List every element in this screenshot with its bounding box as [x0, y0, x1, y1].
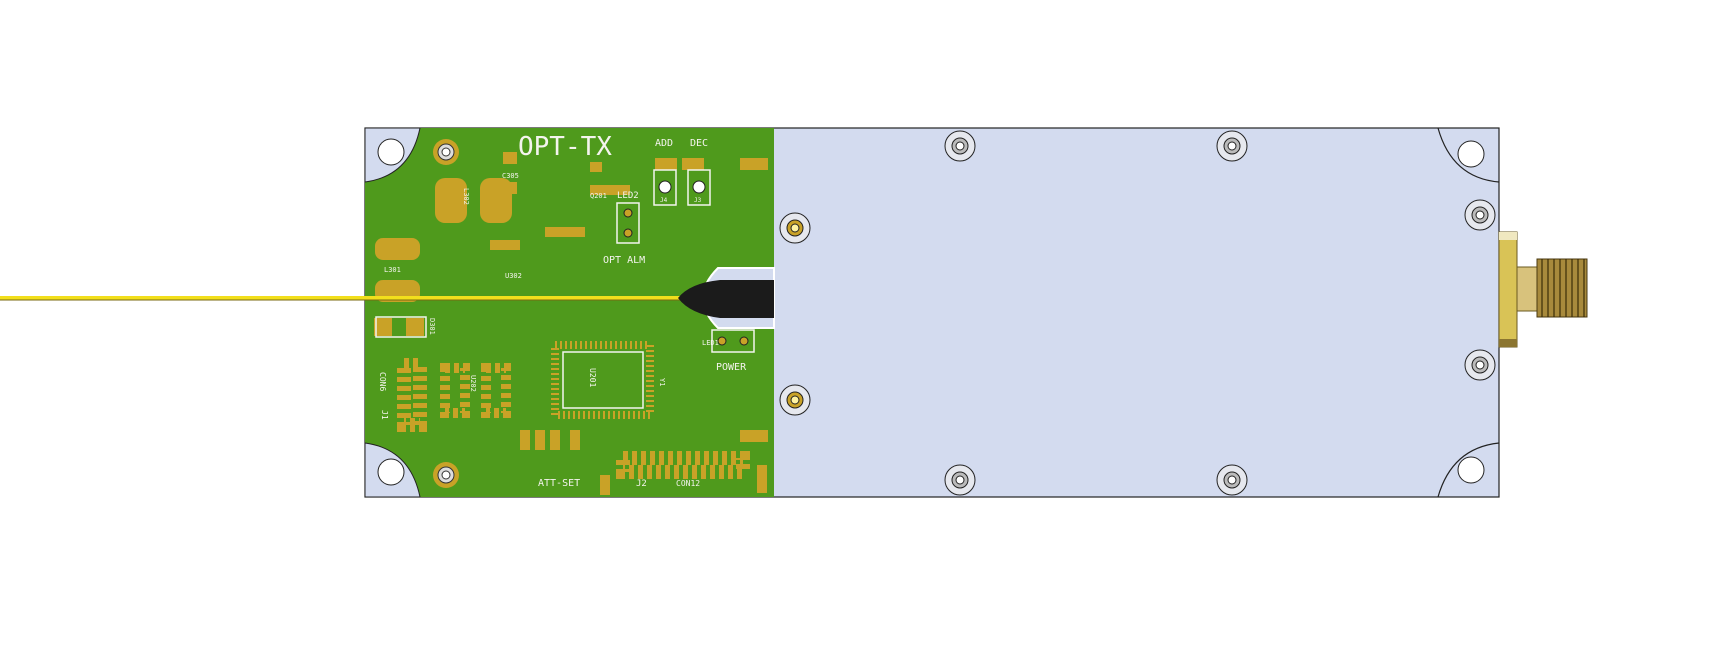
pcb-components: [374, 152, 768, 495]
label-j1: J1: [380, 410, 389, 420]
label-j2: J2: [636, 479, 647, 489]
fiber-boot: [678, 280, 774, 318]
label-power: POWER: [716, 362, 747, 373]
label-opt-alm: OPT ALM: [603, 255, 645, 266]
label-u202: U202: [469, 375, 477, 392]
label-u302: U302: [505, 272, 522, 280]
enclosure-screws: [779, 130, 1496, 496]
pcb-silkscreen-outlines: [375, 169, 755, 353]
label-add: ADD: [655, 138, 673, 149]
label-con12: CON12: [676, 479, 700, 488]
sma-connector: [1498, 231, 1588, 348]
label-l302: L302: [462, 188, 470, 205]
label-led2: LED2: [617, 191, 639, 201]
label-j3: J3: [694, 197, 702, 204]
enclosure-corner-cutout: [1437, 442, 1500, 498]
label-j4: J4: [660, 197, 668, 204]
pcb-test-points: [623, 180, 749, 346]
board-title: OPT-TX: [518, 132, 612, 162]
label-q201: Q201: [590, 192, 607, 200]
label-con6: CON6: [378, 372, 387, 391]
label-d301: D301: [428, 318, 436, 335]
label-u201: U201: [588, 368, 597, 387]
label-dec: DEC: [690, 138, 708, 149]
enclosure-corner-cutout: [1437, 127, 1500, 183]
mounting-hole: [1457, 456, 1485, 484]
mounting-hole: [377, 138, 405, 166]
mounting-hole: [377, 458, 405, 486]
label-l301: L301: [384, 266, 401, 274]
label-att-set: ATT-SET: [538, 478, 580, 489]
label-y1: Y1: [658, 378, 666, 386]
label-c305: C305: [502, 172, 519, 180]
mounting-hole: [1457, 140, 1485, 168]
pcb-screws: [433, 139, 459, 488]
label-led1: LED1: [702, 339, 719, 347]
